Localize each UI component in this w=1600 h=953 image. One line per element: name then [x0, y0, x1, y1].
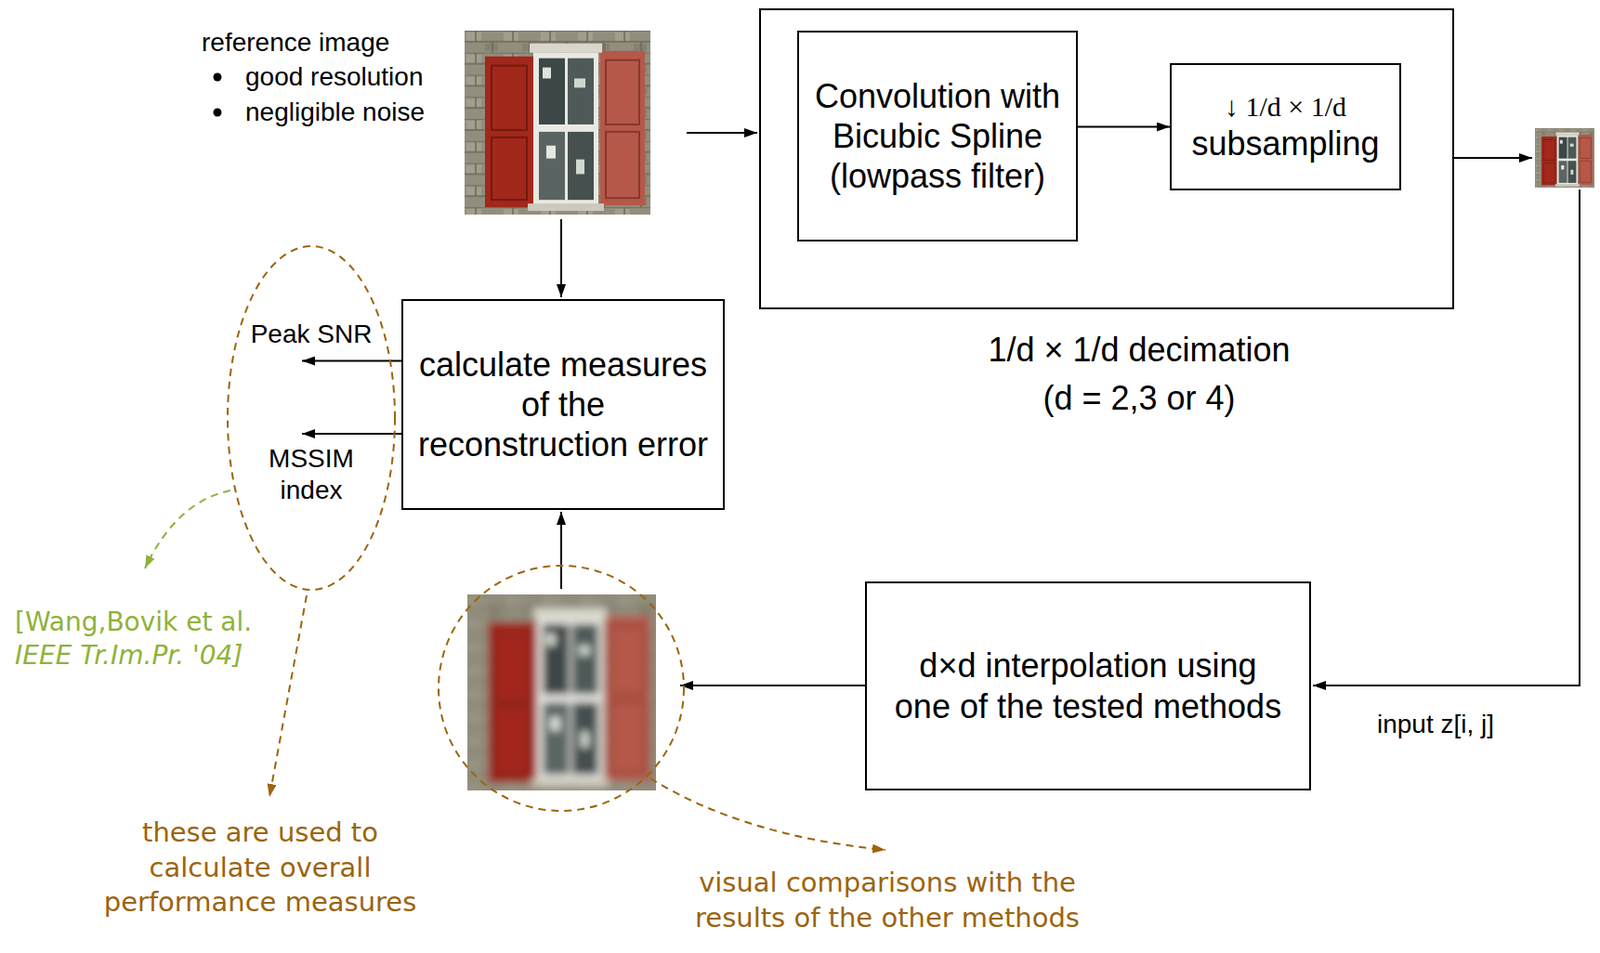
process-box: ↓ 1/d × 1/dsubsampling: [1169, 63, 1402, 191]
reference-arrow: [144, 490, 231, 569]
image-label: reference image: [201, 26, 390, 60]
node-text: (d = 2,3 or 4): [971, 374, 1307, 423]
note-text: these are used to calculate overall perf…: [78, 815, 442, 921]
dashed-highlight: [438, 565, 684, 812]
flow-arrow: [560, 219, 563, 298]
dashed-ellipse: [225, 244, 397, 592]
node-text: d×d interpolation using one of the teste…: [892, 645, 1284, 726]
flow-arrow: [1077, 126, 1170, 129]
flow-arrow: [686, 131, 758, 134]
callout-arrow: [269, 595, 307, 798]
process-box: Convolution with Bicubic Spline (lowpass…: [797, 30, 1078, 242]
bullet: [213, 73, 223, 82]
decimated-photo: [1534, 128, 1595, 188]
node-text: ↓ 1/d × 1/d: [1224, 90, 1347, 124]
process-box: d×d interpolation using one of the teste…: [865, 581, 1312, 791]
decimation-group: 1/d × 1/d decimation(d = 2,3 or 4)Convol…: [759, 8, 1455, 310]
reference-photo: [464, 30, 651, 215]
callout-arrow: [650, 778, 886, 851]
citation: IEEE Tr.Im.Pr. '04]: [14, 639, 243, 673]
flow-arrow: [680, 684, 866, 687]
node-text: 1/d × 1/d decimation: [971, 326, 1307, 375]
node-text: subsampling: [1191, 123, 1379, 164]
node-text: Peak SNR: [225, 318, 397, 351]
flow-arrow: [301, 432, 402, 435]
citation: [Wang,Bovik et al.: [14, 605, 252, 640]
node-text: MSSIM index: [246, 443, 377, 506]
signal-label: input z[i, j]: [1377, 708, 1495, 742]
measure-ellipse: Peak SNR MSSIM index: [225, 244, 397, 592]
process-box: calculate measures of the reconstruction…: [401, 299, 725, 511]
flow-arrow: [560, 511, 563, 590]
interpolated-photo: [467, 594, 656, 791]
group-caption: 1/d × 1/d decimation(d = 2,3 or 4): [971, 326, 1307, 423]
bullet-text: negligible noise: [245, 95, 425, 130]
dashed-ellipse: [227, 246, 395, 591]
note-text: visual comparisons with the results of t…: [673, 865, 1102, 936]
bullet: [213, 108, 223, 118]
node-text: Convolution with Bicubic Spline (lowpass…: [810, 76, 1065, 197]
flow-arrow: [1312, 189, 1580, 686]
flow-arrow: [301, 360, 402, 363]
flow-arrow: [1454, 157, 1533, 159]
bullet-text: good resolution: [245, 60, 423, 94]
node-text: calculate measures of the reconstruction…: [414, 344, 712, 466]
